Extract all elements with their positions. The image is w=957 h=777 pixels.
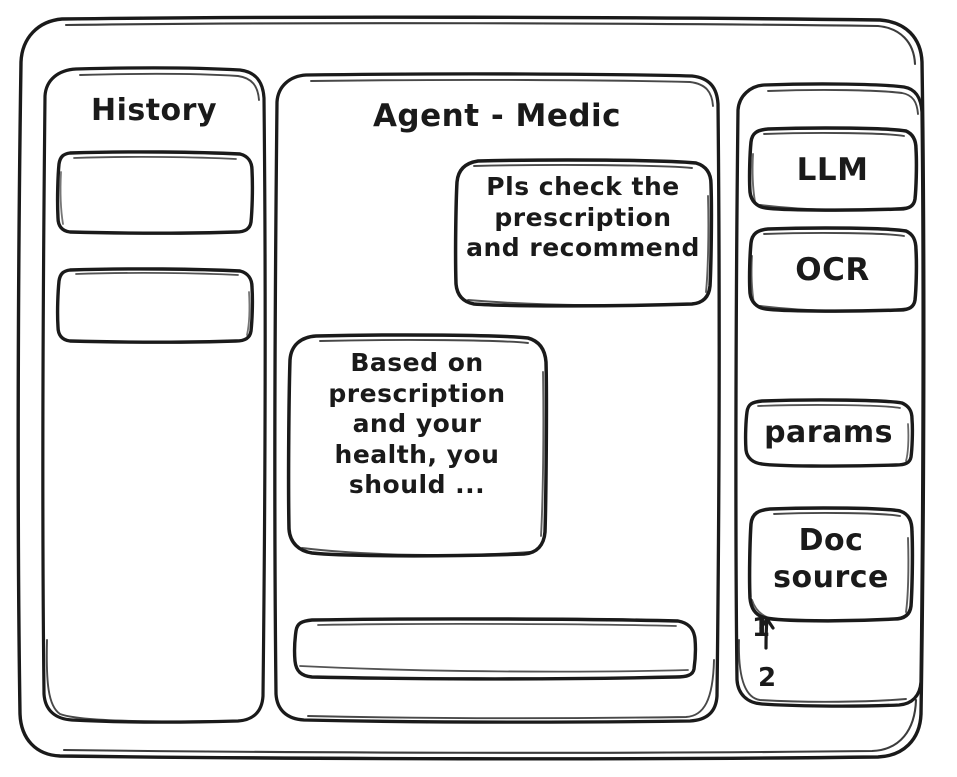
tool-label-ocr: OCR bbox=[795, 252, 870, 288]
doc-source-list-item[interactable]: 1 bbox=[752, 613, 771, 643]
history-item[interactable] bbox=[58, 152, 252, 232]
tool-label-params: params bbox=[764, 415, 893, 450]
page-title: Agent - Medic bbox=[372, 98, 622, 134]
tool-label-llm: LLM bbox=[796, 152, 869, 188]
user-message-text: Pls check the prescription and recommend bbox=[466, 172, 700, 262]
history-item[interactable] bbox=[58, 269, 252, 341]
agent-message-text: Based on prescription and your health, y… bbox=[328, 348, 506, 499]
tool-label-doc-source: Doc source bbox=[773, 523, 889, 595]
doc-source-list-item[interactable]: 2 bbox=[758, 663, 777, 693]
message-input[interactable] bbox=[295, 619, 695, 676]
history-title: History bbox=[90, 93, 218, 128]
